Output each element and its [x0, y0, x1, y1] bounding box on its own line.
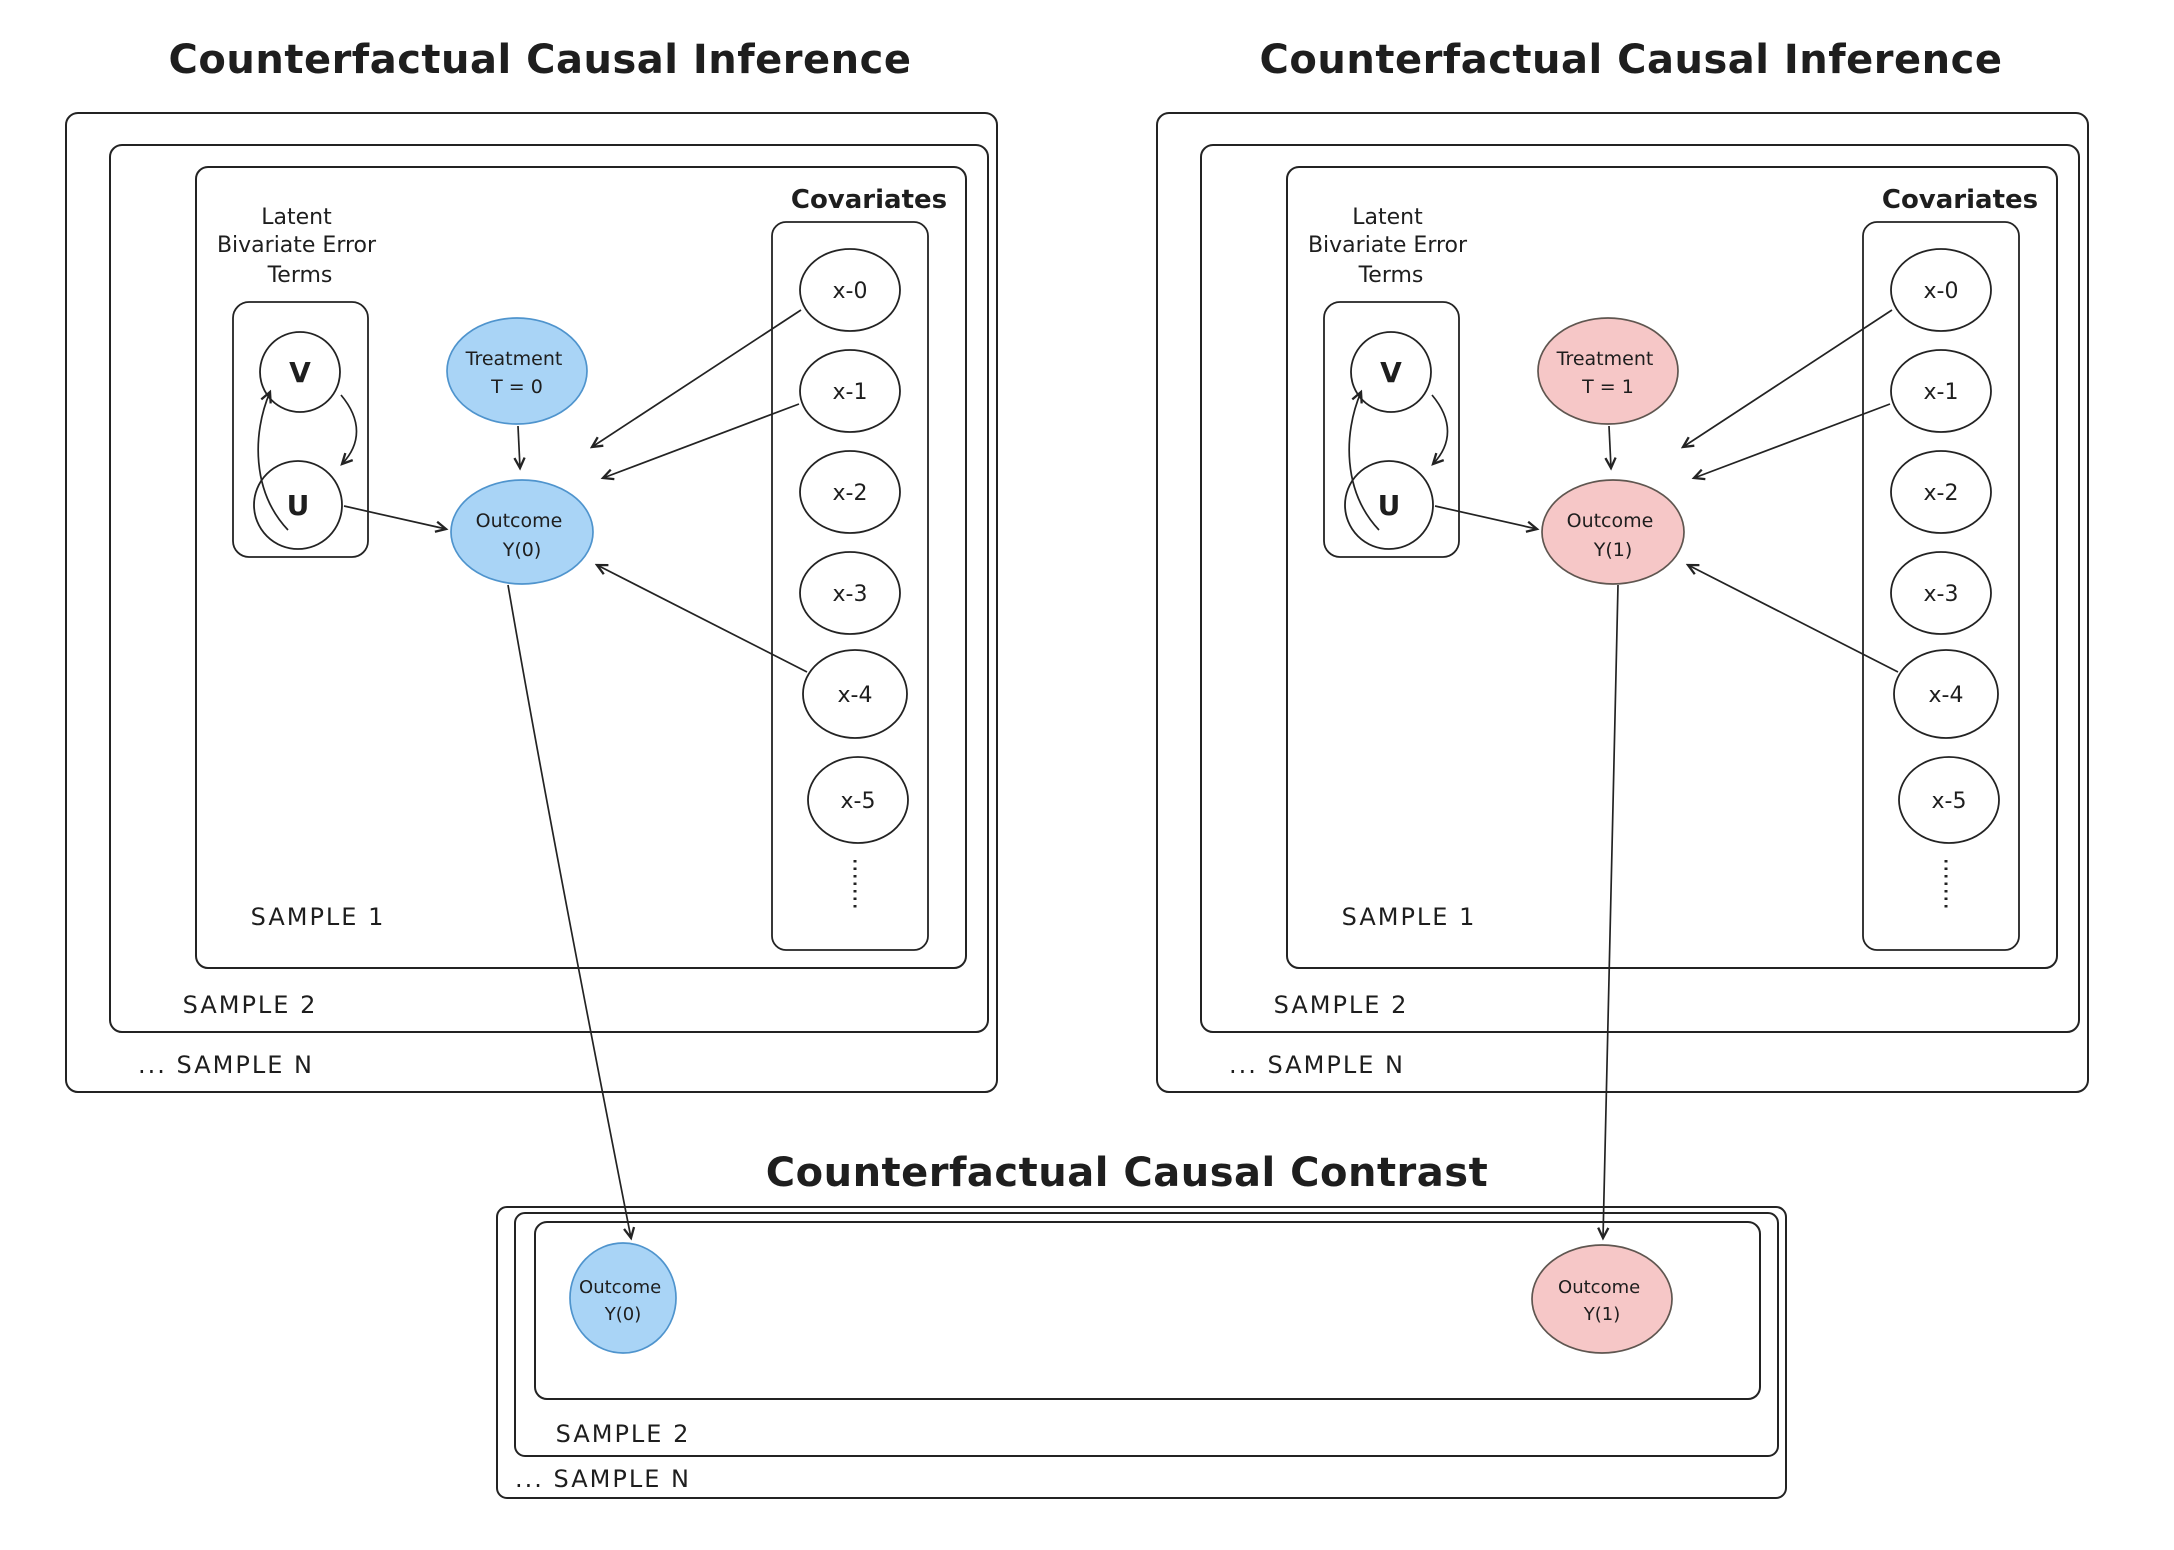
panel-right: Counterfactual Causal Inference SAMPLE 1… [1156, 37, 2089, 1241]
panel-left-arrow-u-to-outcome [343, 505, 449, 533]
panel-left-sample-n-box [65, 112, 998, 1093]
panel-left-outcome-node [450, 479, 594, 585]
panel-right-arrow-v-to-u [1431, 394, 1449, 466]
panel-right-covariates-title: Covariates [1882, 185, 2038, 215]
panel-left-covariate-node-x5 [807, 756, 909, 844]
panel-right-covariate-label-x0: x-0 [1924, 279, 1959, 304]
panel-right-arrow-x1-to-outcome [1691, 403, 1891, 481]
panel-left-covariate-node-x3 [799, 551, 901, 635]
panel-left-sample-1-label: SAMPLE 1 [251, 903, 386, 931]
panel-right-covariates-box [1862, 221, 2020, 951]
panel-left: Counterfactual Causal Inference SAMPLE 1… [65, 37, 998, 1241]
panel-right-covariate-label-x1: x-1 [1924, 380, 1959, 405]
panel-left-covariate-label-x3: x-3 [833, 582, 868, 607]
panel-right-covariate-node-x2 [1890, 450, 1992, 534]
panel-left-arrow-x1-to-outcome [600, 403, 800, 481]
panel-left-covariate-label-x5: x-5 [841, 789, 876, 814]
contrast-sample-2-box [514, 1212, 1779, 1457]
panel-left-u-label: U [287, 489, 310, 522]
panel-right-v-label: V [1380, 356, 1402, 389]
panel-right-u-node [1344, 460, 1434, 550]
panel-right-covariate-node-x3 [1890, 551, 1992, 635]
panel-left-covariates-box [771, 221, 929, 951]
panel-left-arrow-v-to-u [340, 394, 358, 466]
panel-left-arrow-x4-to-outcome [594, 563, 808, 673]
panel-left-arrow-treatment-to-outcome [513, 425, 526, 471]
panel-left-v-node [259, 331, 341, 413]
contrast-title: Counterfactual Causal Contrast [766, 1150, 1488, 1196]
panel-right-sample-n-label: ... SAMPLE N [1229, 1051, 1405, 1079]
panel-left-covariate-label-x2: x-2 [833, 481, 868, 506]
contrast-sample-n-label: ... SAMPLE N [515, 1465, 691, 1493]
panel-left-covariate-label-x1: x-1 [833, 380, 868, 405]
panel-left-covariate-node-x4 [802, 649, 908, 739]
panel-left-covariate-node-x2 [799, 450, 901, 534]
panel-right-sample-1-label: SAMPLE 1 [1342, 903, 1477, 931]
panel-right-outcome-label: Outcome Y(1) [1567, 510, 1660, 561]
contrast-outcome1-label: Outcome Y(1) [1558, 1277, 1646, 1325]
panel-right-covariate-label-x4: x-4 [1929, 683, 1964, 708]
contrast-outcome0-label: Outcome Y(0) [579, 1277, 667, 1325]
panel-right-sample-2-label: SAMPLE 2 [1274, 991, 1409, 1019]
panel-right-covariate-node-x0 [1890, 248, 1992, 332]
panel-right-arrow-u-to-v [1348, 389, 1380, 531]
panel-left-sample-1-box [195, 166, 967, 969]
panel-left-sample-2-box [109, 144, 989, 1033]
arrow-outcome0-to-contrast [507, 584, 636, 1241]
panel-right-sample-n-box [1156, 112, 2089, 1093]
panel-left-treatment-label: Treatment T = 0 [465, 348, 569, 398]
contrast-sample-2-label: SAMPLE 2 [556, 1420, 691, 1448]
panel-right-covariate-node-x5 [1898, 756, 2000, 844]
panel-left-covariate-label-x0: x-0 [833, 279, 868, 304]
panel-left-covariate-node-x1 [799, 349, 901, 433]
panel-right-sample-1-box [1286, 166, 2058, 969]
panel-right-latent-terms-label: Latent Bivariate Error Terms [1308, 205, 1474, 288]
panel-left-arrow-u-to-v [257, 389, 289, 531]
panel-right-u-label: U [1378, 489, 1401, 522]
panel-left-sample-n-label: ... SAMPLE N [138, 1051, 314, 1079]
panel-right-arrow-x0-to-outcome [1680, 309, 1893, 449]
panel-right-outcome-node [1541, 479, 1685, 585]
panel-right-latent-terms-box [1323, 301, 1460, 558]
panel-right-arrow-x4-to-outcome [1685, 563, 1899, 673]
panel-left-treatment-node [446, 317, 588, 425]
panel-left-arrow-x0-to-outcome [589, 309, 802, 449]
panel-right-sample-2-box [1200, 144, 2080, 1033]
panel-left-covariates-title: Covariates [791, 185, 947, 215]
panel-right-covariate-node-x1 [1890, 349, 1992, 433]
contrast-sample-1-box [534, 1221, 1761, 1400]
arrow-outcome1-to-contrast [1597, 584, 1619, 1241]
panel-right-covariate-node-x4 [1893, 649, 1999, 739]
panel-left-covariate-node-x0 [799, 248, 901, 332]
contrast-sample-n-box [496, 1206, 1787, 1499]
panel-right-title: Counterfactual Causal Inference [1260, 37, 2003, 83]
panel-left-covariate-label-x4: x-4 [838, 683, 873, 708]
panel-left-u-node [253, 460, 343, 550]
panel-right-covariate-label-x2: x-2 [1924, 481, 1959, 506]
panel-left-v-label: V [289, 356, 311, 389]
panel-right-arrow-treatment-to-outcome [1604, 425, 1617, 471]
panel-right-treatment-label: Treatment T = 1 [1556, 348, 1660, 398]
panel-left-outcome-label: Outcome Y(0) [476, 510, 569, 561]
panel-left-latent-terms-label: Latent Bivariate Error Terms [217, 205, 383, 288]
panel-right-covariate-label-x5: x-5 [1932, 789, 1967, 814]
panel-right-v-node [1350, 331, 1432, 413]
panel-left-title: Counterfactual Causal Inference [169, 37, 912, 83]
panel-right-covariate-label-x3: x-3 [1924, 582, 1959, 607]
panel-right-arrow-u-to-outcome [1434, 505, 1540, 533]
panel-right-treatment-node [1537, 317, 1679, 425]
panel-left-latent-terms-box [232, 301, 369, 558]
panel-left-sample-2-label: SAMPLE 2 [183, 991, 318, 1019]
contrast-outcome0-node [569, 1242, 677, 1354]
contrast-outcome1-node [1531, 1244, 1673, 1354]
contrast-panel: Counterfactual Causal Contrast Outcome Y… [496, 1150, 1787, 1499]
